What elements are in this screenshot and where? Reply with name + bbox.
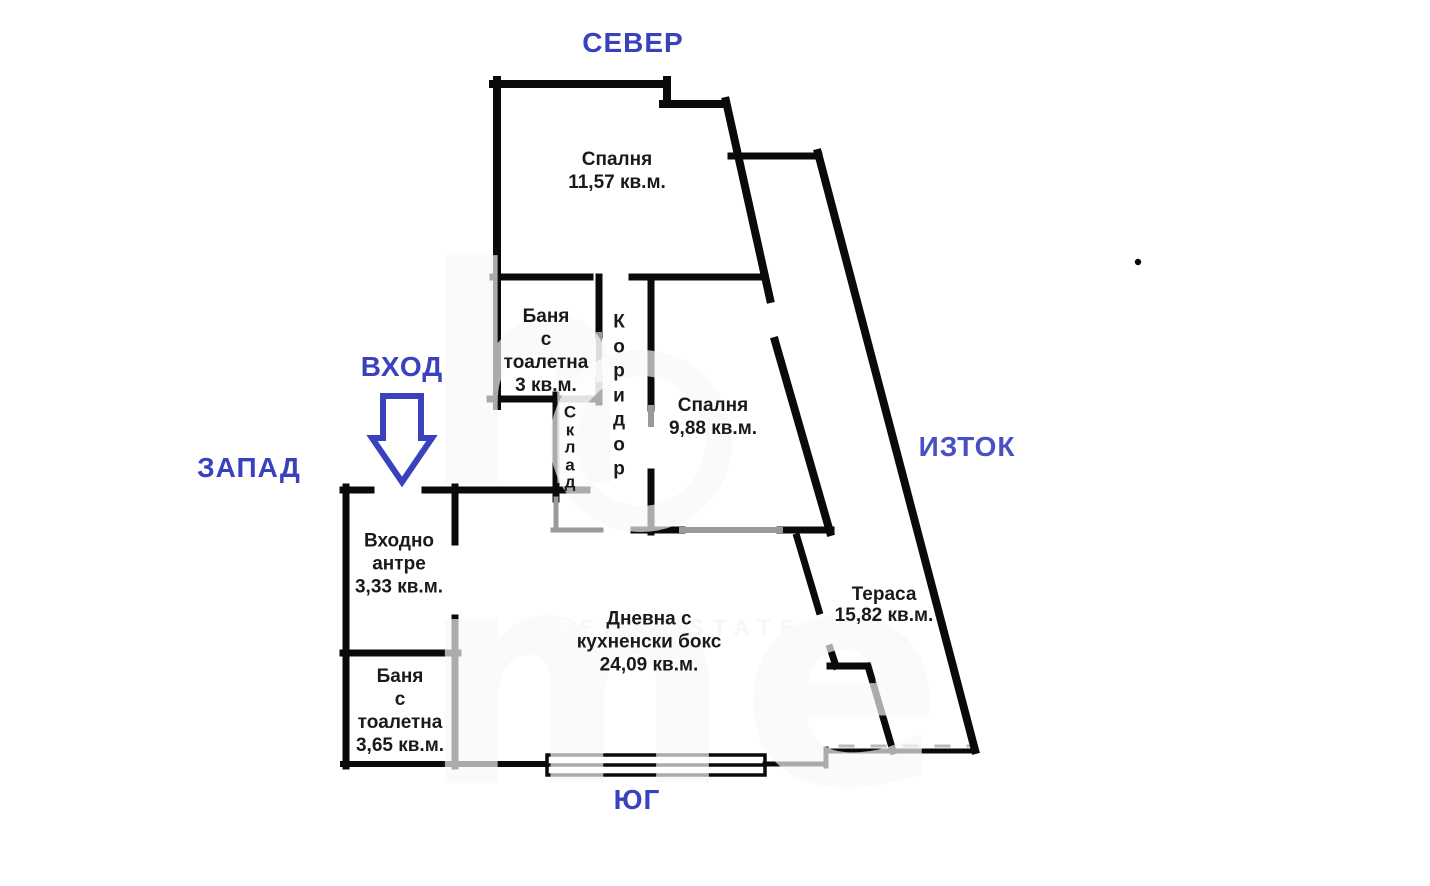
wall-terrace-bottom — [762, 746, 978, 769]
room-label-entry-hall: Входно антре 3,33 кв.м. — [354, 530, 444, 598]
room-label-storage: С к л а д — [563, 402, 577, 492]
wall-living-terrace-upper — [792, 532, 824, 616]
room-label-corridor: К о р и д о р — [612, 311, 626, 480]
wall-diagonal-outer — [813, 148, 980, 755]
room-label-bedroom-north: Спалня 11,57 кв.м. — [568, 149, 666, 193]
room-label-bathroom-north: Баня с тоалетна 3 кв.м. — [503, 306, 589, 396]
wall-north-step — [659, 76, 730, 108]
wall-diagonal-inner-upper — [721, 96, 775, 304]
compass-west: ЗАПАД — [197, 452, 301, 483]
room-label-bathroom-south: Баня с тоалетна 3,65 кв.м. — [355, 666, 445, 756]
compass-north: СЕВЕР — [582, 27, 684, 58]
entrance-label: ВХОД — [360, 351, 444, 382]
wall-living-terrace-step — [825, 643, 898, 756]
room-label-bedroom-east: Спалня 9,88 кв.м. — [668, 395, 758, 439]
room-label-terrace: Тераса 15,82 кв.м. — [834, 584, 934, 626]
room-label-living-room: Дневна с кухненски бокс 24,09 кв.м. — [576, 608, 722, 676]
compass-east: ИЗТОК — [918, 431, 1016, 462]
stray-dot — [1134, 258, 1142, 266]
wall-diagonal-inner-lower — [770, 336, 835, 537]
compass-south: ЮГ — [613, 784, 661, 815]
entrance-arrow-icon — [366, 393, 438, 488]
walls — [339, 76, 1142, 777]
